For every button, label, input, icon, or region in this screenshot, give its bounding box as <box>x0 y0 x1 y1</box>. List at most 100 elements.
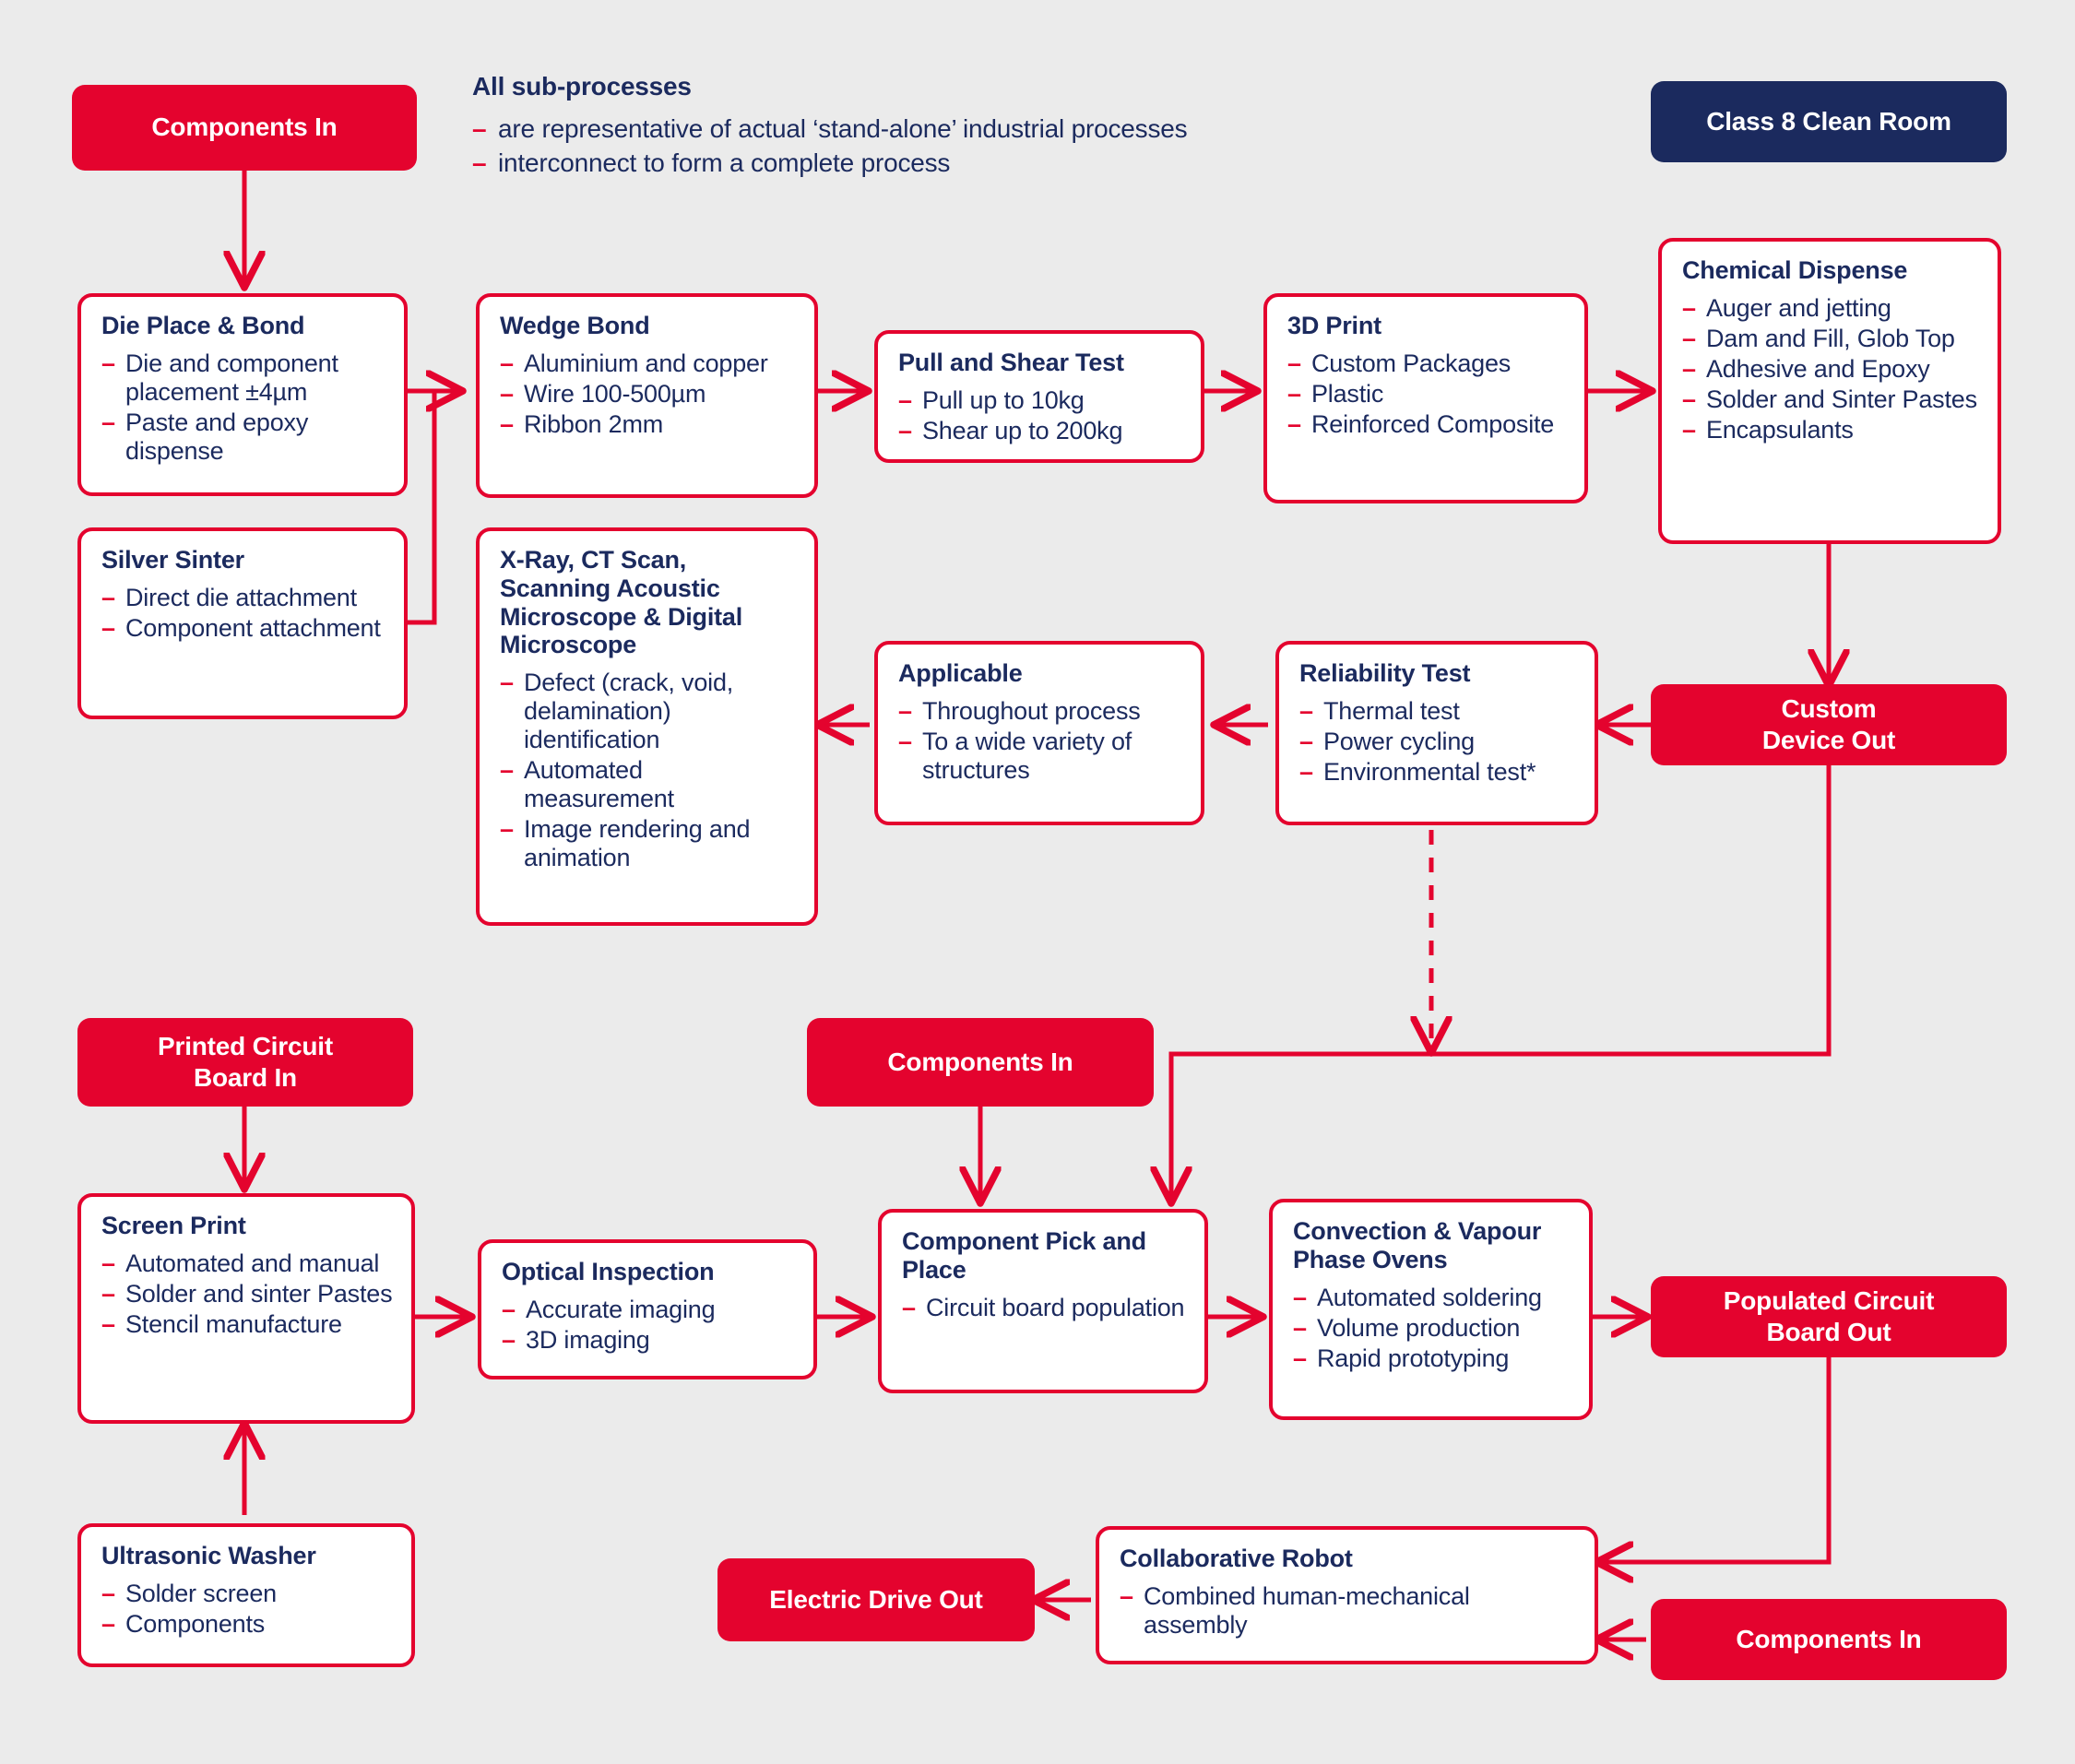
node-list-item: Reinforced Composite <box>1287 410 1566 439</box>
legend-item: are representative of actual ‘stand-alon… <box>472 112 1394 147</box>
terminal-label: Components In <box>151 112 338 142</box>
terminal-components-in-top[interactable]: Components In <box>72 85 417 171</box>
node-screen-print[interactable]: Screen Print Automated and manual Solder… <box>77 1193 415 1424</box>
node-list: Custom Packages Plastic Reinforced Compo… <box>1287 349 1566 439</box>
terminal-custom-device-out[interactable]: Custom Device Out <box>1651 684 2007 765</box>
terminal-label: Custom Device Out <box>1761 693 1896 754</box>
terminal-label: Electric Drive Out <box>769 1584 983 1614</box>
node-list: Auger and jetting Dam and Fill, Glob Top… <box>1682 294 1979 444</box>
node-list-item: Automated soldering <box>1293 1284 1571 1312</box>
node-optical-inspection[interactable]: Optical Inspection Accurate imaging 3D i… <box>478 1239 817 1379</box>
terminal-electric-drive-out[interactable]: Electric Drive Out <box>717 1558 1035 1641</box>
node-list-item: To a wide variety of structures <box>898 728 1182 785</box>
terminal-label: Components In <box>1736 1624 1922 1653</box>
node-list-item: Environmental test* <box>1299 758 1576 787</box>
node-title: Collaborative Robot <box>1120 1545 1353 1572</box>
legend-title: All sub-processes <box>472 72 692 101</box>
node-list: Defect (crack, void, delamination) ident… <box>500 669 796 872</box>
node-list-item: Dam and Fill, Glob Top <box>1682 325 1979 353</box>
node-list: Pull up to 10kg Shear up to 200kg <box>898 386 1182 445</box>
terminal-class-8-clean-room[interactable]: Class 8 Clean Room <box>1651 81 2007 162</box>
terminal-printed-circuit-board-in[interactable]: Printed Circuit Board In <box>77 1018 413 1107</box>
node-list: Accurate imaging 3D imaging <box>502 1296 795 1355</box>
node-list-item: Power cycling <box>1299 728 1576 756</box>
node-list: Thermal test Power cycling Environmental… <box>1299 697 1576 787</box>
node-list-item: Stencil manufacture <box>101 1310 393 1339</box>
node-list-item: Component attachment <box>101 614 385 643</box>
node-silver-sinter[interactable]: Silver Sinter Direct die attachment Comp… <box>77 527 408 719</box>
terminal-components-in-bottom[interactable]: Components In <box>1651 1599 2007 1680</box>
node-list-item: 3D imaging <box>502 1326 795 1355</box>
node-list-item: Die and component placement ±4µm <box>101 349 385 407</box>
node-applicable[interactable]: Applicable Throughout process To a wide … <box>874 641 1204 825</box>
terminal-components-in-mid[interactable]: Components In <box>807 1018 1154 1107</box>
node-list-item: Accurate imaging <box>502 1296 795 1324</box>
node-list-item: Shear up to 200kg <box>898 417 1182 445</box>
node-list-item: Encapsulants <box>1682 416 1979 444</box>
node-list-item: Circuit board population <box>902 1294 1186 1322</box>
node-title: Applicable <box>898 659 1023 687</box>
node-list: Throughout process To a wide variety of … <box>898 697 1182 785</box>
node-title: Pull and Shear Test <box>898 349 1124 376</box>
node-list-item: Solder and Sinter Pastes <box>1682 385 1979 414</box>
node-list: Automated soldering Volume production Ra… <box>1293 1284 1571 1373</box>
node-list-item: Rapid prototyping <box>1293 1344 1571 1373</box>
node-list-item: Solder and sinter Pastes <box>101 1280 393 1308</box>
node-pull-shear-test[interactable]: Pull and Shear Test Pull up to 10kg Shea… <box>874 330 1204 463</box>
node-list-item: Aluminium and copper <box>500 349 796 378</box>
node-list: Combined human-mechanical assembly <box>1120 1582 1576 1640</box>
node-list-item: Throughout process <box>898 697 1182 726</box>
node-list-item: Image rendering and animation <box>500 815 796 872</box>
node-list: Automated and manual Solder and sinter P… <box>101 1249 393 1339</box>
edge-silver-sinter-to-wedge-bond <box>408 388 461 625</box>
node-title: Die Place & Bond <box>101 312 305 339</box>
terminal-label: Components In <box>887 1047 1073 1076</box>
node-list-item: Volume production <box>1293 1314 1571 1343</box>
node-list-item: Automated measurement <box>500 756 796 813</box>
node-wedge-bond[interactable]: Wedge Bond Aluminium and copper Wire 100… <box>476 293 818 498</box>
node-list-item: Combined human-mechanical assembly <box>1120 1582 1576 1640</box>
legend-item: interconnect to form a complete process <box>472 147 1394 181</box>
node-list-item: Components <box>101 1610 393 1639</box>
terminal-populated-circuit-board-out[interactable]: Populated Circuit Board Out <box>1651 1276 2007 1357</box>
node-component-pick-and-place[interactable]: Component Pick and Place Circuit board p… <box>878 1209 1208 1393</box>
node-list: Solder screen Components <box>101 1580 393 1639</box>
node-list: Die and component placement ±4µm Paste a… <box>101 349 385 466</box>
node-list: Circuit board population <box>902 1294 1186 1322</box>
node-list-item: Thermal test <box>1299 697 1576 726</box>
node-reliability-test[interactable]: Reliability Test Thermal test Power cycl… <box>1275 641 1598 825</box>
node-title: Optical Inspection <box>502 1258 715 1285</box>
node-3d-print[interactable]: 3D Print Custom Packages Plastic Reinfor… <box>1263 293 1588 503</box>
node-die-place-bond[interactable]: Die Place & Bond Die and component place… <box>77 293 408 496</box>
node-title: X-Ray, CT Scan, Scanning Acoustic Micros… <box>500 546 743 659</box>
node-xray-ct-scan[interactable]: X-Ray, CT Scan, Scanning Acoustic Micros… <box>476 527 818 926</box>
node-list: Direct die attachment Component attachme… <box>101 584 385 643</box>
node-chemical-dispense[interactable]: Chemical Dispense Auger and jetting Dam … <box>1658 238 2001 544</box>
node-title: Reliability Test <box>1299 659 1471 687</box>
node-list-item: Direct die attachment <box>101 584 385 612</box>
terminal-label: Printed Circuit Board In <box>158 1031 333 1092</box>
legend-list: are representative of actual ‘stand-alon… <box>472 112 1394 181</box>
edge-populated-pcb-out-to-collaborative-robot <box>1598 1357 1832 1562</box>
node-list-item: Adhesive and Epoxy <box>1682 355 1979 384</box>
node-title: Wedge Bond <box>500 312 650 339</box>
terminal-label: Class 8 Clean Room <box>1706 107 1951 136</box>
node-list-item: Paste and epoxy dispense <box>101 408 385 466</box>
node-title: Screen Print <box>101 1212 246 1239</box>
node-title: Component Pick and Place <box>902 1227 1146 1284</box>
node-list-item: Wire 100-500µm <box>500 380 796 408</box>
node-ultrasonic-washer[interactable]: Ultrasonic Washer Solder screen Componen… <box>77 1523 415 1667</box>
node-convection-vapour-phase-ovens[interactable]: Convection & Vapour Phase Ovens Automate… <box>1269 1199 1593 1420</box>
terminal-label: Populated Circuit Board Out <box>1723 1285 1935 1346</box>
node-title: 3D Print <box>1287 312 1381 339</box>
node-title: Ultrasonic Washer <box>101 1542 316 1569</box>
node-title: Convection & Vapour Phase Ovens <box>1293 1217 1542 1273</box>
node-list-item: Plastic <box>1287 380 1566 408</box>
node-collaborative-robot[interactable]: Collaborative Robot Combined human-mecha… <box>1096 1526 1598 1664</box>
node-list-item: Solder screen <box>101 1580 393 1608</box>
node-list-item: Auger and jetting <box>1682 294 1979 323</box>
node-list: Aluminium and copper Wire 100-500µm Ribb… <box>500 349 796 439</box>
node-list-item: Custom Packages <box>1287 349 1566 378</box>
node-title: Silver Sinter <box>101 546 244 574</box>
